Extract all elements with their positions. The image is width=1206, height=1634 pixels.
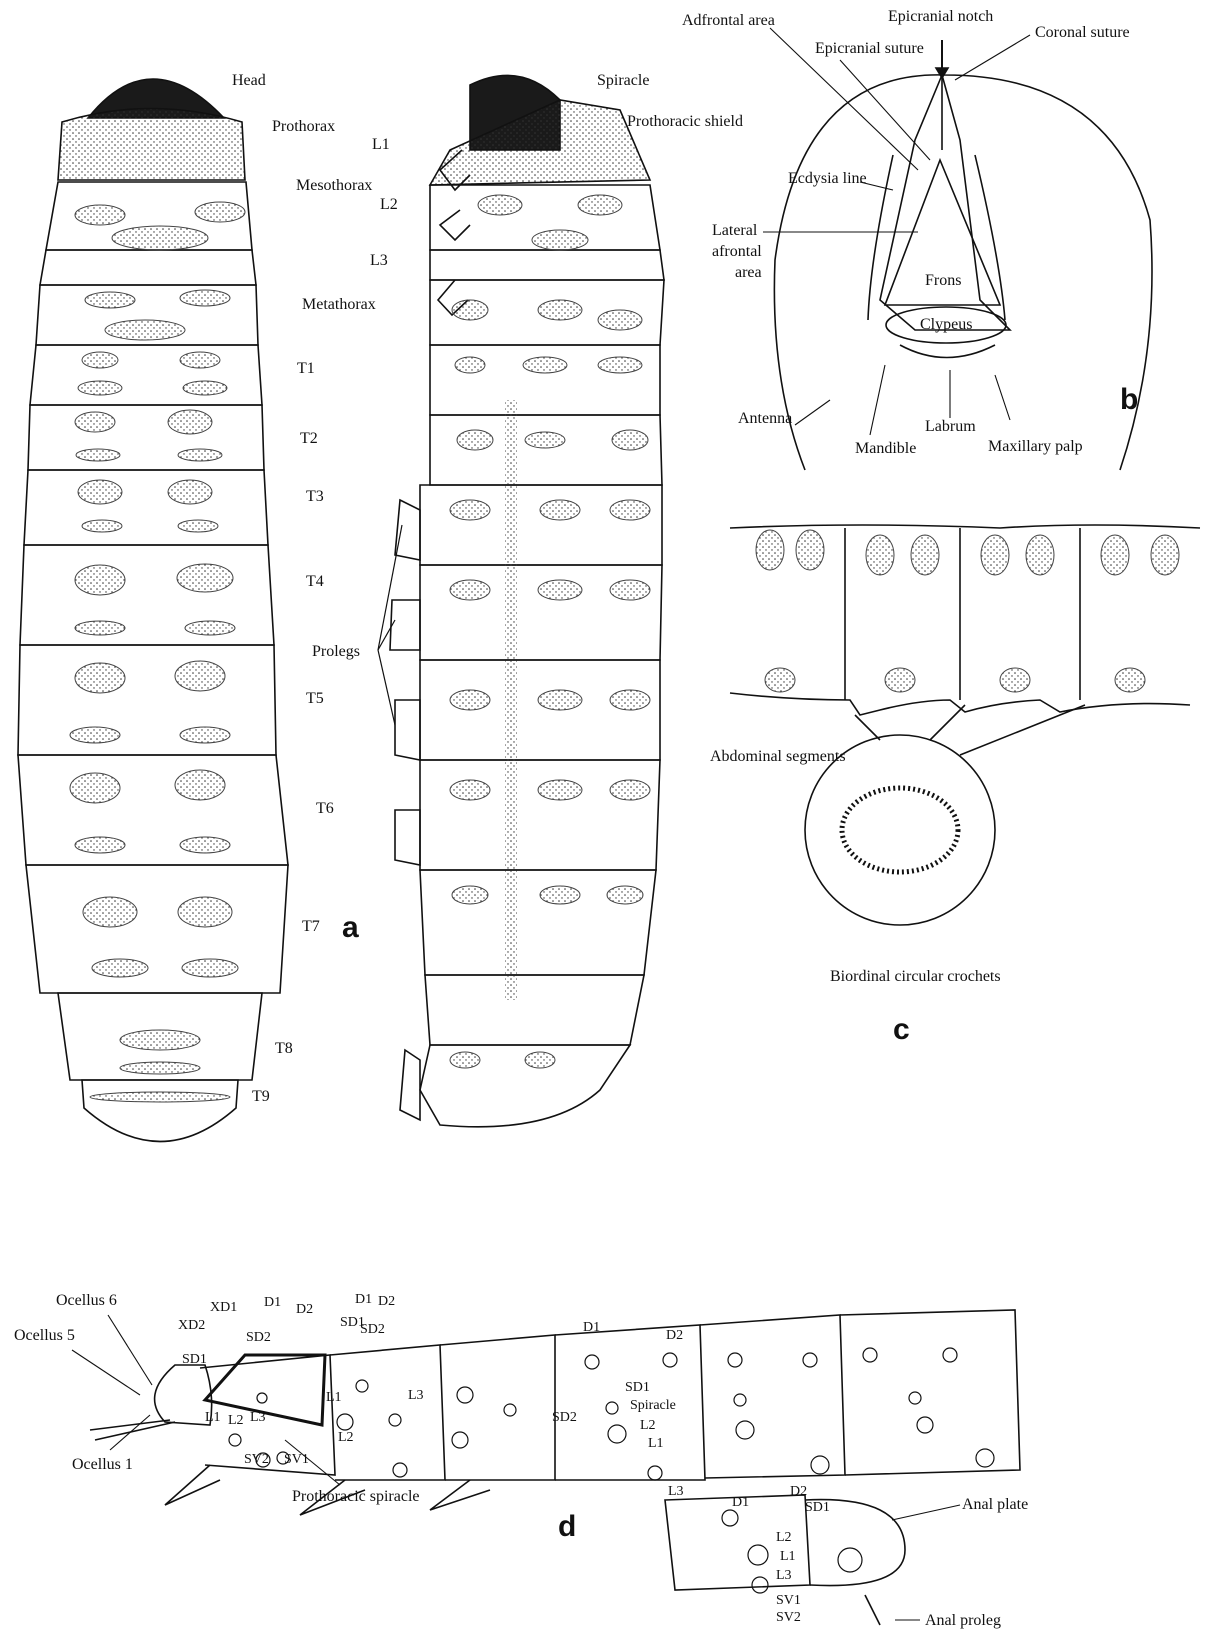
label-t1: T1 — [297, 360, 315, 378]
label-epicranial-notch: Epicranial notch — [888, 8, 993, 26]
label-d-xd2: XD2 — [178, 1318, 205, 1333]
label-d-sd1-abd: SD1 — [625, 1380, 650, 1395]
label-antenna: Antenna — [738, 410, 792, 428]
label-d-sv2-anal: SV2 — [776, 1610, 801, 1625]
label-abdominal-segments: Abdominal segments — [710, 748, 846, 766]
label-epicranial-suture: Epicranial suture — [815, 40, 924, 58]
label-d-l2-abd: L2 — [640, 1418, 656, 1433]
label-d-l1-thorax: L1 — [205, 1410, 221, 1425]
label-coronal-suture: Coronal suture — [1035, 24, 1130, 42]
label-d-sd2-meso: SD2 — [360, 1322, 385, 1337]
label-d-d1-anal: D1 — [732, 1495, 749, 1510]
label-prothoracic-spiracle: Prothoracic spiracle — [292, 1488, 420, 1506]
label-prolegs: Prolegs — [312, 643, 360, 661]
label-ocellus-6: Ocellus 6 — [56, 1292, 117, 1310]
panel-letter-d: d — [558, 1512, 576, 1542]
lateral-larva-outline — [390, 75, 664, 1126]
abdominal-segments-drawing — [730, 525, 1200, 925]
label-d-d2-abd: D2 — [666, 1328, 683, 1343]
label-d-d2-meso: D2 — [378, 1294, 395, 1309]
label-biordinal-crochets: Biordinal circular crochets — [830, 968, 1001, 986]
label-frons: Frons — [925, 272, 961, 290]
label-anal-plate: Anal plate — [962, 1496, 1028, 1514]
label-t6: T6 — [316, 800, 334, 818]
label-ocellus-5: Ocellus 5 — [14, 1327, 75, 1345]
label-mandible: Mandible — [855, 440, 916, 458]
label-d-l2-meso: L2 — [338, 1430, 354, 1445]
label-lateral: Lateral — [712, 222, 757, 240]
label-afrontal: afrontal — [712, 243, 762, 261]
abdominal-plates — [756, 530, 1179, 692]
label-t4: T4 — [306, 573, 324, 591]
label-d-d2-anal: D2 — [790, 1484, 807, 1499]
label-d-xd1: XD1 — [210, 1300, 237, 1315]
label-prothoracic-shield: Prothoracic shield — [627, 113, 743, 131]
label-t8: T8 — [275, 1040, 293, 1058]
chaetotaxy-outline — [90, 1310, 1020, 1625]
label-d-d1-meso: D1 — [355, 1292, 372, 1307]
label-d-sv2: SV2 — [244, 1452, 269, 1467]
label-d-l3-anal: L3 — [776, 1568, 792, 1583]
label-d-d1-abd: D1 — [583, 1320, 600, 1335]
label-ocellus-1: Ocellus 1 — [72, 1456, 133, 1474]
label-clypeus: Clypeus — [920, 316, 972, 334]
label-d-l1-meso: L1 — [326, 1390, 342, 1405]
label-d-d1-thorax: D1 — [264, 1295, 281, 1310]
label-d-l3-abd: L3 — [668, 1484, 684, 1499]
label-t9: T9 — [252, 1088, 270, 1106]
label-a-l3: L3 — [370, 252, 388, 270]
label-d-l1-anal: L1 — [780, 1549, 796, 1564]
label-d-l2-thorax: L2 — [228, 1413, 244, 1428]
lateral-setal-plates — [450, 195, 650, 1068]
panel-letter-a: a — [342, 913, 359, 943]
label-t2: T2 — [300, 430, 318, 448]
label-prothorax: Prothorax — [272, 118, 335, 136]
label-anal-proleg: Anal proleg — [925, 1612, 1001, 1630]
label-spiracle: Spiracle — [597, 72, 649, 90]
label-d-sd2-abd: SD2 — [552, 1410, 577, 1425]
label-maxillary-palp: Maxillary palp — [988, 438, 1083, 456]
label-metathorax: Metathorax — [302, 296, 376, 314]
label-d-sv1-anal: SV1 — [776, 1593, 801, 1608]
chaetotaxy-setae-circles — [229, 1348, 994, 1593]
label-a-l1: L1 — [372, 136, 390, 154]
label-head: Head — [232, 72, 266, 90]
label-d-sd1-anal: SD1 — [805, 1500, 830, 1515]
label-t3: T3 — [306, 488, 324, 506]
label-d-l2-anal: L2 — [776, 1530, 792, 1545]
label-mesothorax: Mesothorax — [296, 177, 372, 195]
label-d-sv1: SV1 — [284, 1452, 309, 1467]
head-capsule — [774, 40, 1152, 470]
label-adfrontal-area: Adfrontal area — [682, 12, 775, 30]
head-callout-lines — [763, 28, 1030, 435]
label-t7: T7 — [302, 918, 320, 936]
label-d-sd2-thorax: SD2 — [246, 1330, 271, 1345]
panel-letter-c: c — [893, 1015, 910, 1045]
label-ecdysia-line: Ecdysia line — [788, 170, 867, 188]
label-d-d2-thorax: D2 — [296, 1302, 313, 1317]
dorsal-setal-plates — [70, 202, 245, 1102]
label-labrum: Labrum — [925, 418, 976, 436]
label-d-spiracle: Spiracle — [630, 1398, 676, 1413]
label-d-l3-meso: L3 — [408, 1388, 424, 1403]
label-d-sd1-thorax: SD1 — [182, 1352, 207, 1367]
label-t5: T5 — [306, 690, 324, 708]
label-a-l2: L2 — [380, 196, 398, 214]
label-d-l3-thorax: L3 — [250, 1410, 266, 1425]
label-area: area — [735, 264, 762, 282]
label-d-l1-abd: L1 — [648, 1436, 664, 1451]
panel-letter-b: b — [1120, 385, 1138, 415]
